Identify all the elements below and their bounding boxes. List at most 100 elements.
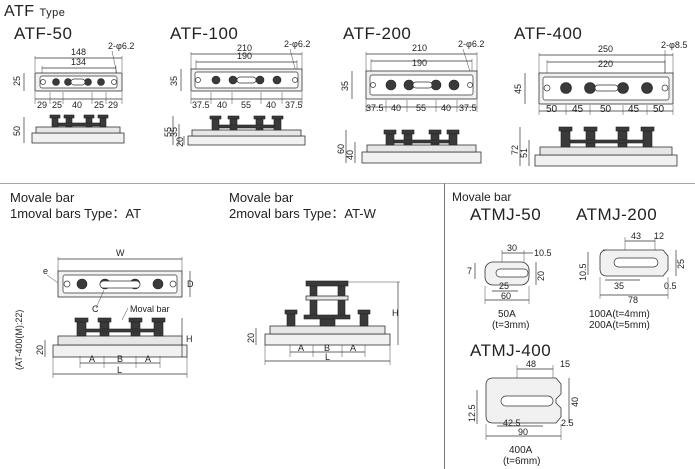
atmj50-dim-h: 20 [536, 271, 546, 281]
atmj400-dim-tr: 15 [560, 359, 570, 369]
atf400-dim-side2: 51 [519, 148, 529, 158]
atf400-dim-height: 45 [513, 84, 523, 94]
atf50-seg-1: 29 [37, 100, 47, 110]
at-dim-w: W [116, 248, 125, 258]
atmj400-dim-sm: 2.5 [561, 418, 574, 428]
atmj400-dim-h: 40 [570, 397, 580, 407]
at-dim-h: H [186, 334, 193, 344]
series-brand: ATF [4, 3, 35, 20]
atf50-seg-5: 29 [108, 100, 118, 110]
atf200-drawing: 210 190 2-φ6.2 35 37.5 40 55 40 37.5 [336, 39, 484, 164]
atf50-dim-overall: 148 [71, 47, 86, 57]
atf50-dim-side: 50 [12, 126, 22, 136]
atmj400-dim-top: 48 [526, 359, 536, 369]
atf100-dim-side2: 35 [169, 127, 179, 137]
atf200-seg-1: 37.5 [366, 103, 384, 113]
atf400-dim-hole: 2-φ8.5 [661, 40, 687, 50]
atmj200-cap2: 200A(t=5mm) [589, 320, 650, 331]
atw-dim-b: B [324, 343, 330, 353]
atw-dim-a1: A [298, 343, 304, 353]
atf400-seg-1: 50 [546, 104, 558, 115]
atf50-dim-pitch: 134 [71, 57, 86, 67]
atf200-dim-pitch: 190 [412, 58, 427, 68]
atmj200-dim-sm: 0.5 [664, 281, 677, 291]
atmj400-dim-bot: 90 [518, 427, 528, 437]
atmj50-cap1: 50A [498, 309, 516, 320]
atf100-seg-4: 40 [266, 100, 276, 110]
at-label-moval-bar: Moval bar [130, 304, 170, 314]
at-dim-base: 20 [35, 345, 45, 355]
atf100-drawing: 210 190 2-φ6.2 35 37.5 40 55 40 37.5 [163, 39, 310, 147]
model-title-atf100: ATF-100 [170, 24, 239, 43]
atmj400-dim-mid: 42.5 [503, 418, 521, 428]
at-dim-l: L [117, 365, 122, 375]
at-section-subtitle: 1moval bars Type：AT [10, 206, 142, 221]
atmj200-cap1: 100A(t=4mm) [589, 309, 650, 320]
atmj200-dim-left: 10.5 [578, 263, 588, 281]
atmj50-dim-right: 10.5 [534, 248, 552, 258]
atw-section-title: Movale bar [229, 190, 294, 205]
atf50-dim-height: 25 [12, 76, 22, 86]
at-dim-b: B [117, 354, 123, 364]
at-label-c: C [92, 304, 99, 314]
atmj200-dim-top: 43 [631, 231, 641, 241]
atf200-dim-side1: 60 [336, 144, 346, 154]
atf400-drawing: 250 220 2-φ8.5 45 50 45 50 45 50 7 [510, 40, 687, 167]
atf200-seg-2: 40 [391, 103, 401, 113]
atmj400-title: ATMJ-400 [470, 341, 552, 360]
atw-section-subtitle: 2moval bars Type：AT-W [229, 206, 376, 221]
atf100-seg-5: 37.5 [285, 100, 303, 110]
at-dim-a2: A [145, 354, 151, 364]
model-title-atf200: ATF-200 [343, 24, 412, 43]
atf50-seg-4: 25 [94, 100, 104, 110]
atf200-dim-hole: 2-φ6.2 [458, 39, 484, 49]
atf400-seg-3: 50 [600, 104, 612, 115]
atmj400-dim-left: 12.5 [467, 404, 477, 422]
series-title: ATF Type [4, 4, 65, 20]
atf50-drawing: 148 134 2-φ6.2 25 29 25 40 25 29 [12, 41, 134, 144]
atw-terminals [284, 309, 371, 327]
atmj200-dim-bot: 78 [628, 295, 638, 305]
at-section-title: Movale bar [10, 190, 75, 205]
atf100-dim-hole: 2-φ6.2 [284, 39, 310, 49]
atw-dim-l: L [325, 352, 330, 362]
atf100-dim-overall: 210 [237, 43, 252, 53]
at-dim-a1: A [89, 354, 95, 364]
at-side-note: (AT-400(M):22) [14, 310, 24, 370]
atmj50-dim-mid: 25 [499, 281, 509, 291]
atf100-dim-side1: 55 [163, 127, 173, 137]
atmj200-title: ATMJ-200 [576, 205, 658, 224]
atf200-seg-4: 40 [441, 103, 451, 113]
atmj200-dim-h: 25 [676, 259, 686, 269]
at-terminals [74, 317, 166, 337]
atw-dim-base: 20 [246, 333, 256, 343]
atmj50-dim-top: 30 [507, 243, 517, 253]
atmj50-dim-bot: 60 [501, 291, 511, 301]
atmj200-dim-mid: 35 [614, 281, 624, 291]
atf400-dim-overall: 250 [598, 44, 613, 54]
atf200-seg-3: 55 [416, 103, 426, 113]
atmj-section-title: Movale bar [452, 190, 512, 204]
atf200-dim-side2: 40 [345, 150, 355, 160]
atf400-seg-4: 45 [628, 104, 640, 115]
atf400-dim-pitch: 220 [598, 59, 613, 69]
atf100-dim-side3: 20 [175, 137, 185, 147]
section-divider-horizontal [0, 183, 695, 184]
atw-dim-a2: A [350, 343, 356, 353]
atmj50-title: ATMJ-50 [470, 205, 542, 224]
at-drawing: W e D C Moval bar H (AT-400(M):22) 20 [14, 248, 194, 378]
atw-dim-h: H [392, 308, 399, 318]
atmj50-dim-left: 7 [467, 266, 472, 276]
atf100-seg-1: 37.5 [192, 100, 210, 110]
atmj50-cap2: (t=3mm) [492, 320, 530, 331]
atmj400-cap2: (t=6mm) [503, 456, 541, 467]
atf100-dim-pitch: 190 [237, 51, 252, 61]
atmj400-cap1: 400A [509, 445, 533, 456]
section-divider-vertical [444, 183, 445, 469]
atf100-seg-3: 55 [241, 100, 251, 110]
atw-drawing: H 20 A B A L [246, 280, 400, 365]
atmj200-dim-tr: 12 [654, 231, 664, 241]
atf50-seg-2: 25 [52, 100, 62, 110]
